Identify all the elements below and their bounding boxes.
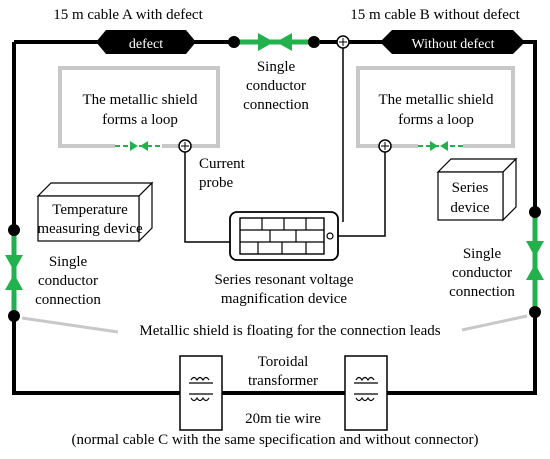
svg-text:Current: Current: [199, 156, 246, 172]
svg-text:Temperature: Temperature: [52, 202, 128, 218]
svg-text:conductor: conductor: [452, 265, 512, 281]
shield-loop-left: The metallic shield forms a loop: [58, 66, 220, 151]
svg-text:Single: Single: [463, 246, 502, 262]
series-device-box-icon: Series device: [436, 157, 518, 222]
current-probe-label: Current probe: [199, 156, 246, 191]
defect-tag: defect: [96, 30, 196, 54]
shield-loop-right: The metallic shield forms a loop: [356, 66, 515, 151]
svg-text:magnification device: magnification device: [221, 291, 348, 307]
svg-text:conductor: conductor: [246, 78, 306, 94]
tie-wire-label: 20m tie wire: [245, 411, 321, 427]
cable-b-label: 15 m cable B without defect: [350, 7, 520, 23]
svg-text:Series resonant voltage: Series resonant voltage: [214, 272, 353, 288]
svg-text:Toroidal: Toroidal: [258, 354, 309, 370]
svg-text:measuring device: measuring device: [37, 221, 143, 237]
svg-text:The metallic shield: The metallic shield: [379, 92, 494, 108]
shield-floating-label: Metallic shield is floating for the conn…: [139, 323, 440, 339]
svg-text:device: device: [450, 200, 489, 216]
svg-text:Series: Series: [452, 180, 489, 196]
probe-leads: [184, 152, 386, 243]
temperature-device-box-icon: Temperature measuring device: [36, 181, 154, 243]
cable-c-label: (normal cable C with the same specificat…: [72, 432, 479, 448]
resonant-device: Series resonant voltage magnification de…: [214, 211, 354, 307]
svg-text:probe: probe: [199, 175, 233, 191]
top-probe-icon: [336, 35, 350, 175]
svg-text:The metallic shield: The metallic shield: [83, 92, 198, 108]
svg-text:connection: connection: [243, 97, 309, 113]
transformer-left-icon: [179, 355, 223, 431]
svg-text:forms a loop: forms a loop: [398, 112, 474, 128]
right-single-conductor-connector: [526, 206, 544, 318]
top-single-conductor-connector: [228, 33, 320, 51]
svg-text:transformer: transformer: [248, 373, 318, 389]
svg-text:connection: connection: [35, 292, 101, 308]
svg-text:conductor: conductor: [38, 273, 98, 289]
left-connector-label: Single conductor connection: [35, 254, 101, 308]
svg-text:forms a loop: forms a loop: [102, 112, 178, 128]
svg-text:Single: Single: [257, 59, 296, 75]
top-connector-label: Single conductor connection: [243, 59, 309, 113]
current-probe-right-icon: [378, 139, 392, 153]
svg-text:defect: defect: [129, 37, 163, 52]
floating-shield-leaders: [21, 314, 528, 334]
current-probe-left-icon: [178, 139, 192, 153]
svg-text:connection: connection: [449, 284, 515, 300]
cable-a-label: 15 m cable A with defect: [53, 7, 203, 23]
transformer-right-icon: [344, 355, 388, 431]
toroidal-label: Toroidal transformer: [248, 354, 318, 389]
without-defect-tag: Without defect: [380, 30, 525, 54]
right-connector-label: Single conductor connection: [449, 246, 515, 300]
left-single-conductor-connector: [5, 224, 23, 322]
svg-text:Without defect: Without defect: [411, 37, 494, 52]
svg-text:Single: Single: [49, 254, 88, 270]
